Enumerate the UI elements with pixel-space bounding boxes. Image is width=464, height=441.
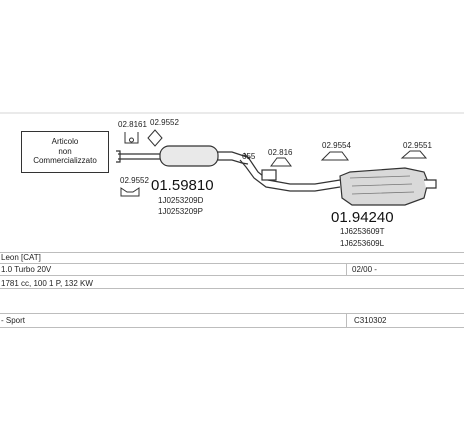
clamp-55-label: 655 (242, 152, 256, 161)
hanger-d-label: 02.9551 (403, 141, 432, 150)
rear-muffler-shape (339, 167, 437, 206)
hanger-d-shape (400, 150, 428, 159)
middle-muffler-code: 01.59810 (151, 177, 214, 194)
middle-oem-2: 1J0253209P (158, 207, 203, 216)
notice-line-3: Commercializzato (33, 156, 97, 165)
middle-muffler-shape (159, 145, 251, 167)
not-available-notice: Articolo non Commercializzato (21, 131, 109, 173)
hanger-a-label: 02.8161 (118, 120, 147, 129)
front-pipe (116, 150, 160, 163)
notice-line-1: Articolo (51, 137, 79, 146)
hanger-c-label: 02.9554 (322, 141, 351, 150)
clamp-a-label: 02.9552 (150, 118, 179, 127)
hanger-c-shape (320, 151, 349, 161)
clamp-a-shape (147, 129, 163, 147)
middle-oem-1: 1J0253209D (158, 196, 204, 205)
hanger-b-label: 02.816 (268, 148, 293, 157)
rear-oem-1: 1J6253609T (340, 227, 385, 236)
clamp-b-shape (120, 187, 140, 197)
notice-line-2: non (58, 146, 72, 156)
connecting-pipe (239, 152, 341, 192)
clamp-b-label: 02.9552 (120, 176, 149, 185)
rear-muffler-code: 01.94240 (331, 209, 394, 226)
hanger-a-shape (124, 132, 139, 144)
rear-oem-2: 1J6253609L (340, 239, 385, 248)
hanger-b-shape (270, 157, 292, 167)
